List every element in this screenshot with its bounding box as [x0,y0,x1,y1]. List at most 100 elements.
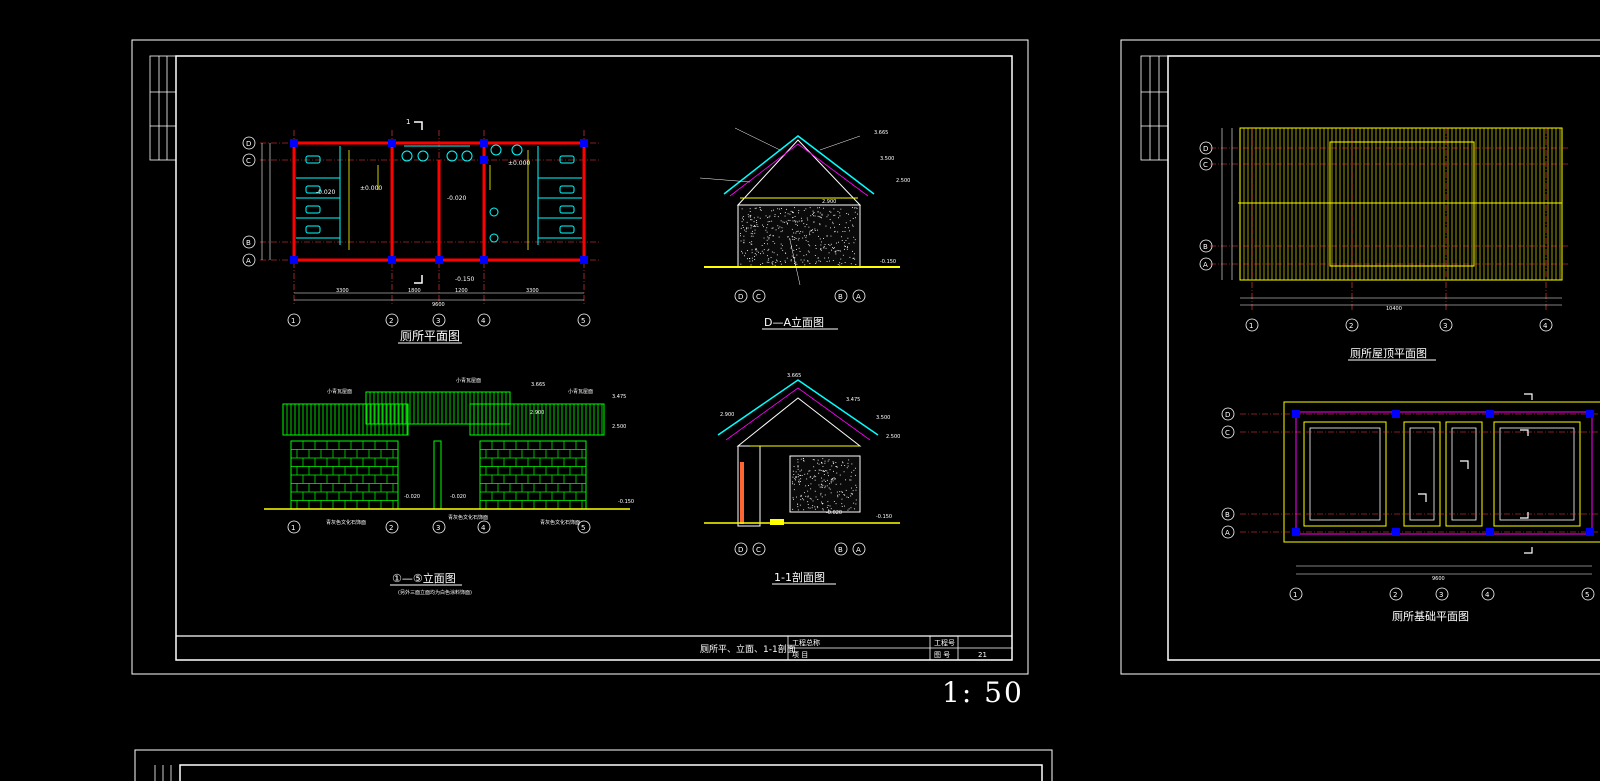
elevation-level: 2.900 [530,410,544,416]
pit-outlines [1309,427,1575,521]
roof-axis-bubbles-x: 1 2 3 4 [1245,318,1553,332]
stucco-wall [737,204,861,268]
elevation-level: -0.020 [450,494,466,500]
elev-side-axis-bubbles: D C B A [734,289,866,303]
plan-axis-bubbles-x: 1 2 3 4 5 [287,313,591,327]
elevation-level: -0.150 [618,499,634,505]
axis-label: D [246,140,251,148]
axis-label: 1 [1293,591,1297,599]
sheet-1[interactable]: 厕所平、立面、1-1剖面 工程总称 项 目 工程号 图 号 21 [131,39,1029,675]
axis-label: C [1225,429,1230,437]
plan-cubicles [296,145,582,245]
elevation-level: 2.500 [886,434,900,440]
elev-front-note: (另外三面立面均为白色涂料饰面) [398,589,472,596]
elevation-level: 2.500 [896,178,910,184]
sheet-1-title-block: 厕所平、立面、1-1剖面 工程总称 项 目 工程号 图 号 21 [176,635,1012,660]
axis-label: A [1225,529,1230,537]
material-label: 小青瓦屋面 [456,377,481,384]
plan-axis-bubbles-y: D C B A [242,136,256,267]
roof-dims [1221,128,1562,306]
footing-outlines [1303,421,1581,527]
axis-label: B [838,293,843,301]
axis-label: A [1203,261,1208,269]
side-elevation-d-a[interactable]: 3.665 3.500 2.500 2.900 -0.150 D C B A D… [699,127,910,330]
elev-leaders [699,127,861,286]
elevation-level: 3.475 [612,394,626,400]
section-mark-1 [414,121,423,284]
plan-level: -0.020 [316,189,336,196]
toilet-floor-plan[interactable]: -0.020 ±0.000 -0.020 ±0.000 -0.150 1 D C… [242,118,600,344]
axis-label: C [1203,161,1208,169]
dim-text: 1800 [408,288,421,294]
plan-level: -0.150 [455,276,475,283]
axis-label: 3 [1439,591,1443,599]
axis-label: D [738,293,743,301]
material-label: 青灰色文化石饰面 [448,514,488,521]
elevation-level: -0.150 [876,514,892,520]
roof-axis-lines [1210,128,1570,310]
foundation-axis-lines [1240,413,1600,533]
axis-label: A [856,546,861,554]
project-label: 工程总称 [792,638,820,647]
section-wall-left [737,445,761,527]
roof-plan[interactable]: 10400 D C B A 1 2 3 4 厕所屋顶平面图 [1199,127,1570,361]
elevation-level: 3.500 [876,415,890,421]
material-label: 小青瓦屋面 [568,388,593,395]
drawing-name: 厕所平、立面、1-1剖面 [700,643,796,655]
plan-left-dims [261,143,271,260]
axis-label: B [838,546,843,554]
section-1-1[interactable]: 3.665 3.475 2.900 2.500 3.500 -0.150 -0.… [704,373,900,585]
front-axis-bubbles: 1 2 3 4 5 [287,520,591,534]
axis-label: 1 [291,524,295,532]
dim-text: 1200 [455,288,468,294]
drawing-no: 21 [978,651,987,659]
foundation-columns [1292,410,1594,536]
roof-axis-bubbles-y: D C B A [1199,141,1213,271]
brick-courses [291,440,586,509]
dim-text: 9600 [432,302,445,308]
axis-label: C [756,293,761,301]
plan-columns [290,139,588,264]
axis-label: 2 [1393,591,1397,599]
axis-label: 5 [581,317,585,325]
foundation-section-marks [1418,393,1533,554]
elevation-level: 2.500 [612,424,626,430]
dim-text: 10400 [1386,306,1402,312]
material-label: 青灰色文化石饰面 [540,519,580,526]
axis-label: 3 [436,317,440,325]
sheet-3-partial[interactable] [134,749,1053,781]
axis-label: D [1203,145,1208,153]
project-no-label: 工程号 [934,638,955,647]
axis-label: 2 [1349,322,1353,330]
section-mark-label: 1 [406,118,410,126]
elevation-level: 3.475 [846,397,860,403]
material-label: 小青瓦屋面 [327,388,352,395]
plan-title: 厕所平面图 [400,329,460,343]
plan-level: ±0.000 [360,185,382,192]
axis-label: D [1225,411,1230,419]
dim-text: 3300 [526,288,539,294]
elevation-level: 3.665 [787,373,801,379]
front-elevation-1-5[interactable]: 3.665 3.475 2.900 2.500 -0.020 -0.020 -0… [264,377,634,596]
sheet-2[interactable]: 10400 D C B A 1 2 3 4 厕所屋顶平面图 [1120,39,1600,675]
axis-label: 1 [291,317,295,325]
foundation-plan-title: 厕所基础平面图 [1392,610,1469,623]
section-axis-bubbles: D C B A [734,542,866,556]
sheet-3-inner-border [179,764,1043,781]
roof-plan-title: 厕所屋顶平面图 [1350,347,1427,360]
axis-label: 3 [1443,322,1447,330]
material-label: 青灰色文化石饰面 [326,519,366,526]
plan-level: -0.020 [447,195,467,202]
axis-label: 5 [581,524,585,532]
axis-label: 5 [1585,591,1589,599]
foundation-plan[interactable]: 9600 D C B A 1 2 3 4 5 [1221,393,1600,623]
axis-label: 3 [436,524,440,532]
roof-tile-hatch [1243,128,1561,280]
axis-label: B [1225,511,1230,519]
sheet-3-outer-border [134,749,1053,781]
axis-label: 4 [1543,322,1548,330]
elevation-level: 3.500 [880,156,894,162]
plan-bottom-dims [294,292,584,301]
